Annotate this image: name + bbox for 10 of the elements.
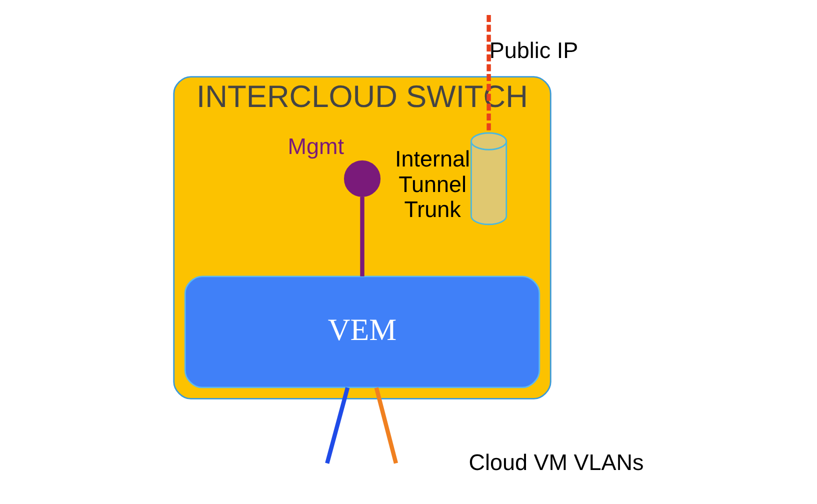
connector [486, 15, 490, 133]
label: Cloud VM VLANs [468, 450, 644, 476]
node-label: Internal Tunnel Trunk [394, 146, 470, 222]
connector [374, 387, 398, 464]
node-label: Mgmt [287, 134, 344, 159]
edge-label: Public IP [488, 38, 578, 64]
node-box: VEM [184, 276, 540, 388]
connector [324, 387, 350, 464]
node-circle [343, 160, 380, 197]
connector [360, 196, 364, 276]
